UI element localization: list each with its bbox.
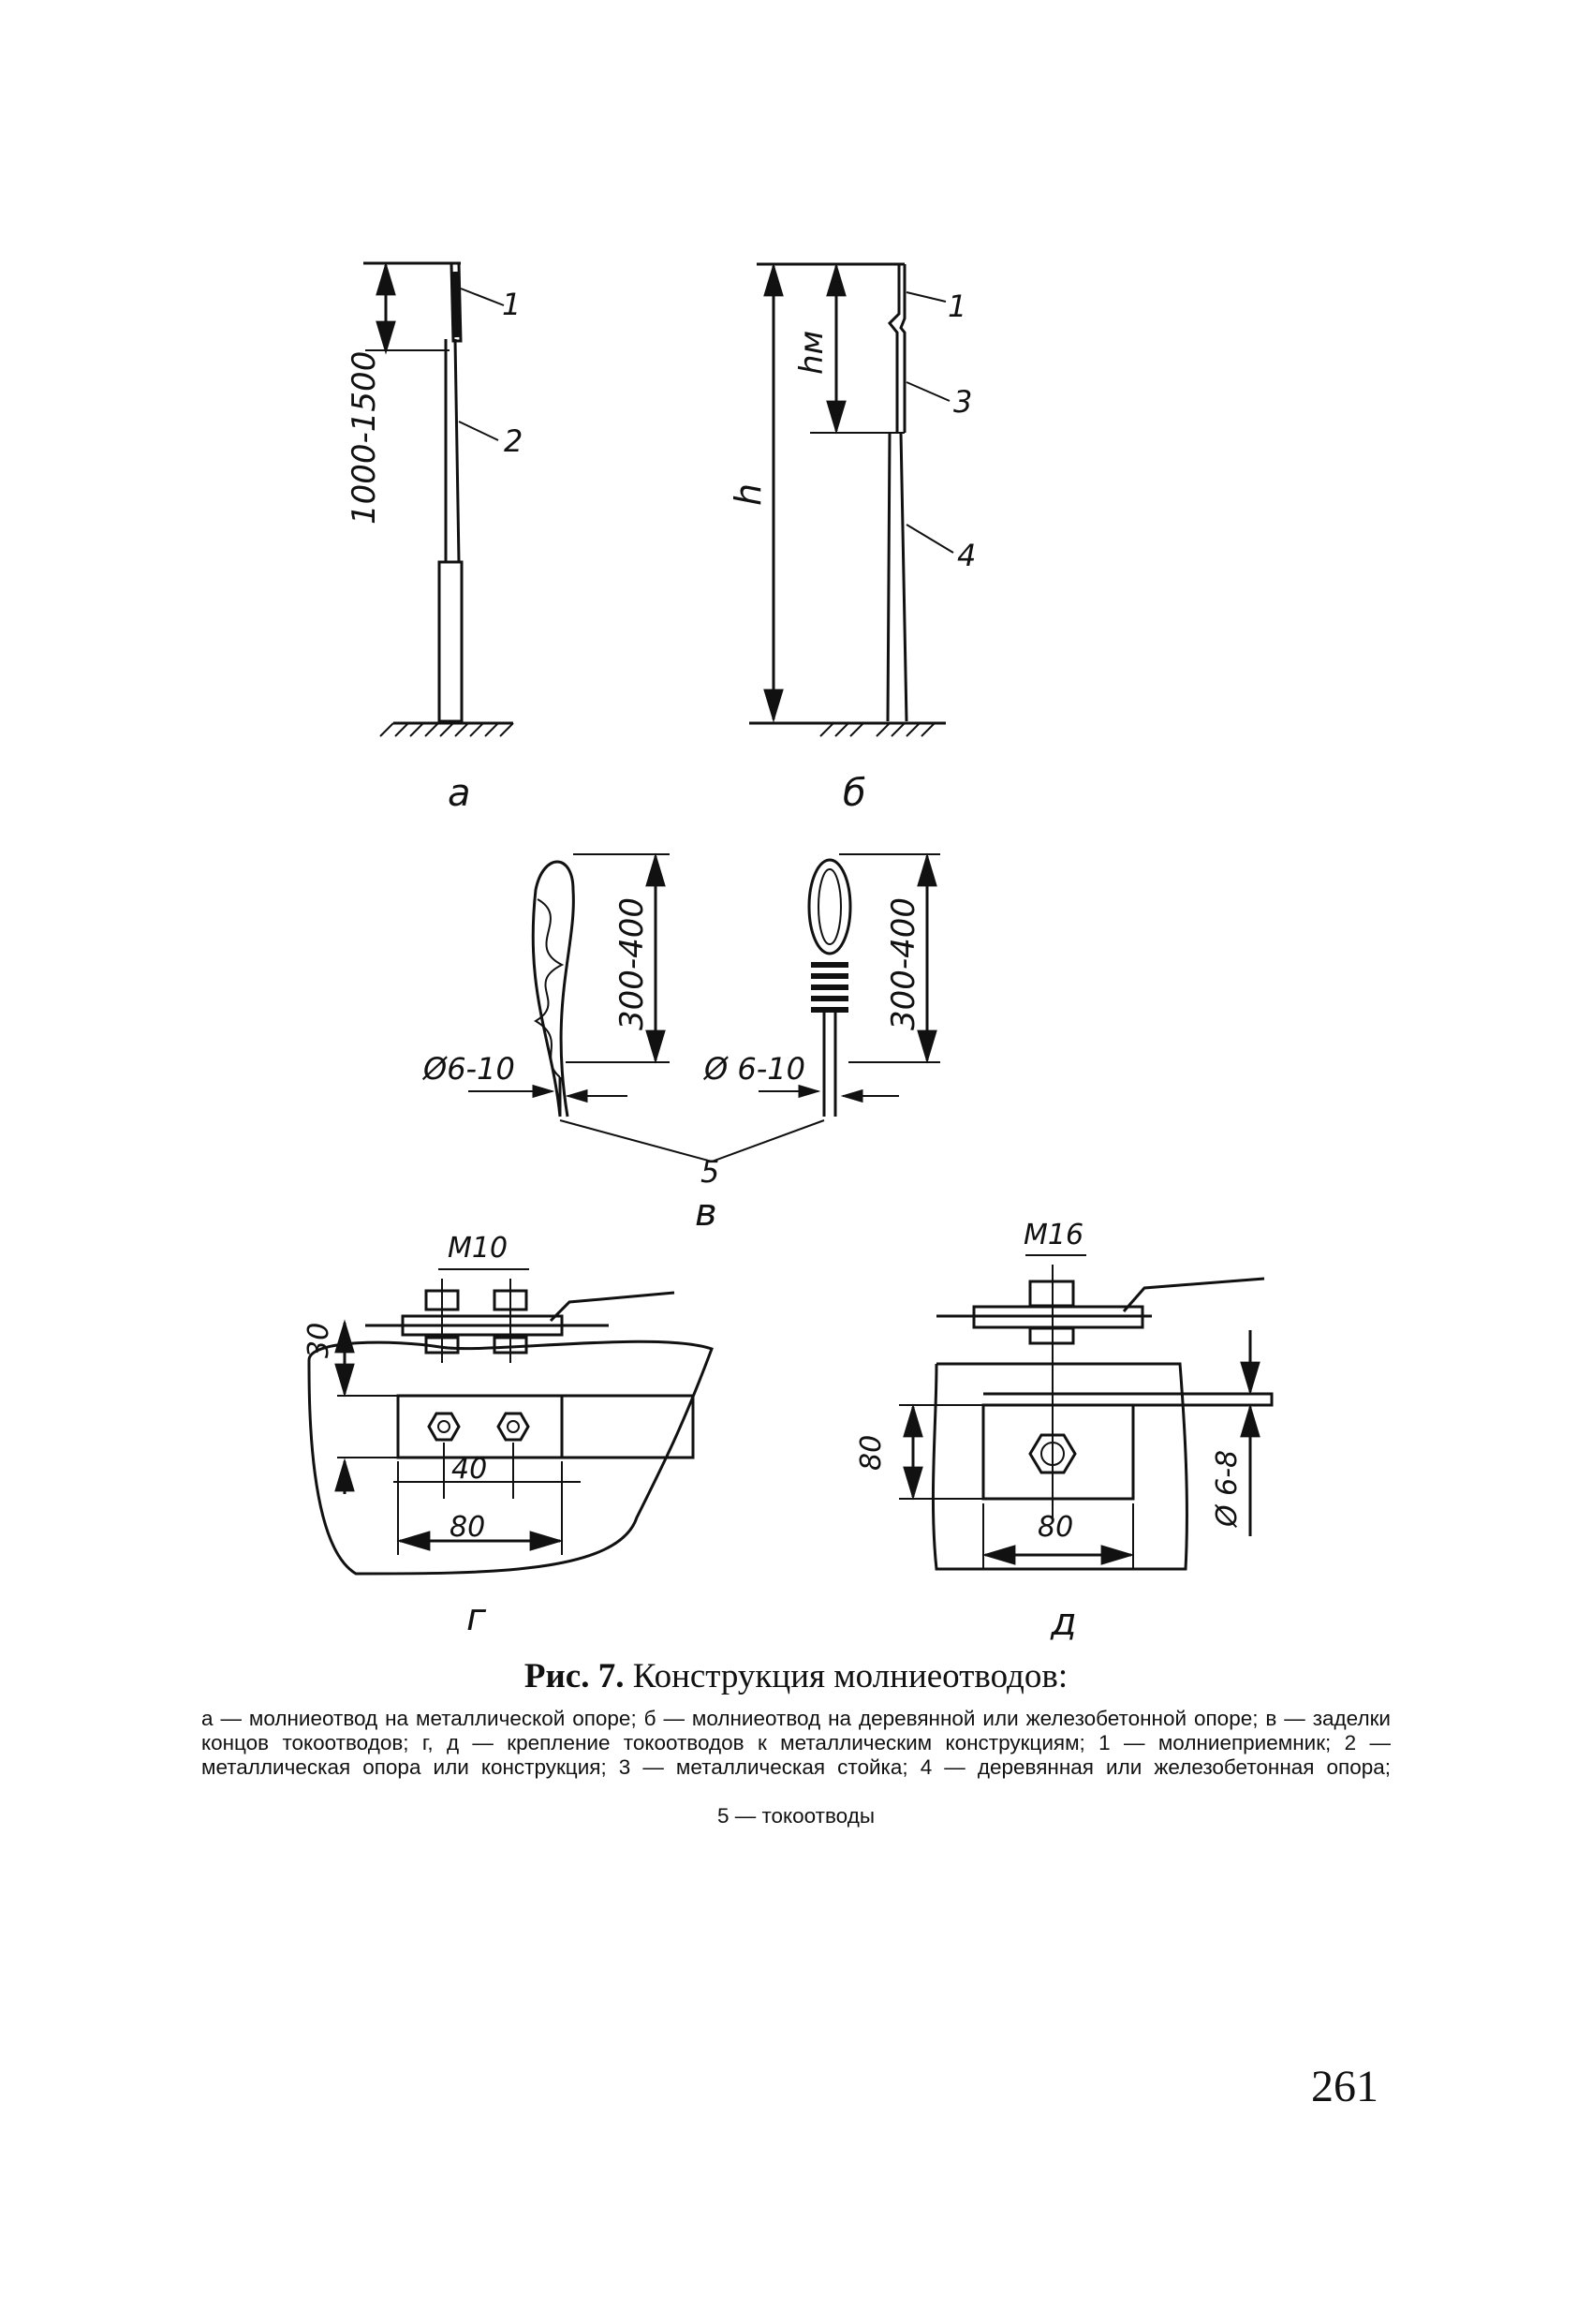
figure-number: Рис. 7. [523,1657,625,1695]
panel-v-label: в [695,1192,717,1235]
figure-caption-body: а — молниеотвод на металлической опоре; … [201,1707,1391,1779]
panel-a-drawing [363,261,514,737]
panel-g-drawing [307,1268,714,1576]
g-dim-80: 80 [450,1511,485,1544]
a-dimension-label: 1000-1500 [346,351,383,525]
page-number: 261 [1311,2062,1378,2111]
panel-b-label: б [843,772,866,815]
b-callout-3: 3 [953,384,972,420]
panel-d-label: д [1050,1601,1077,1644]
b-callout-4: 4 [957,538,976,573]
panel-v-drawing [468,852,940,1163]
d-dim-80-horizontal: 80 [1038,1511,1073,1544]
panel-a-label: а [448,772,471,815]
b-dim-hm: hм [793,331,831,375]
figure-caption-last-line: 5 — токоотводы [716,1804,876,1828]
g-dim-30: 30 [302,1323,335,1358]
panel-g-label: г [466,1596,487,1639]
b-callout-1: 1 [948,289,966,324]
v-dia-left: Ø6-10 [421,1051,515,1087]
a-callout-2: 2 [504,423,523,459]
g-dim-40: 40 [451,1453,487,1486]
lightning-rod-figure: 1 2 1000-1500 а 1 3 4 hм h б 300-400 300… [302,261,1274,1644]
d-dim-80-vertical: 80 [855,1435,888,1471]
g-bolt-label: M10 [448,1232,508,1265]
figure-caption-title: Рис. 7. Конструкция молниеотводов: [0,1656,1592,1696]
v-callout-5: 5 [700,1154,719,1190]
v-dia-right: Ø 6-10 [702,1051,805,1087]
d-dia: Ø 6-8 [1211,1450,1244,1529]
b-dim-h: h [728,483,769,506]
a-callout-1: 1 [502,287,521,322]
v-dim-right: 300-400 [885,897,922,1030]
v-dim-left: 300-400 [613,897,651,1030]
figure-title: Конструкция молниеотводов: [632,1657,1069,1695]
panel-d-drawing [899,1254,1274,1571]
panel-b-drawing [749,262,954,737]
d-bolt-label: M16 [1024,1219,1083,1251]
